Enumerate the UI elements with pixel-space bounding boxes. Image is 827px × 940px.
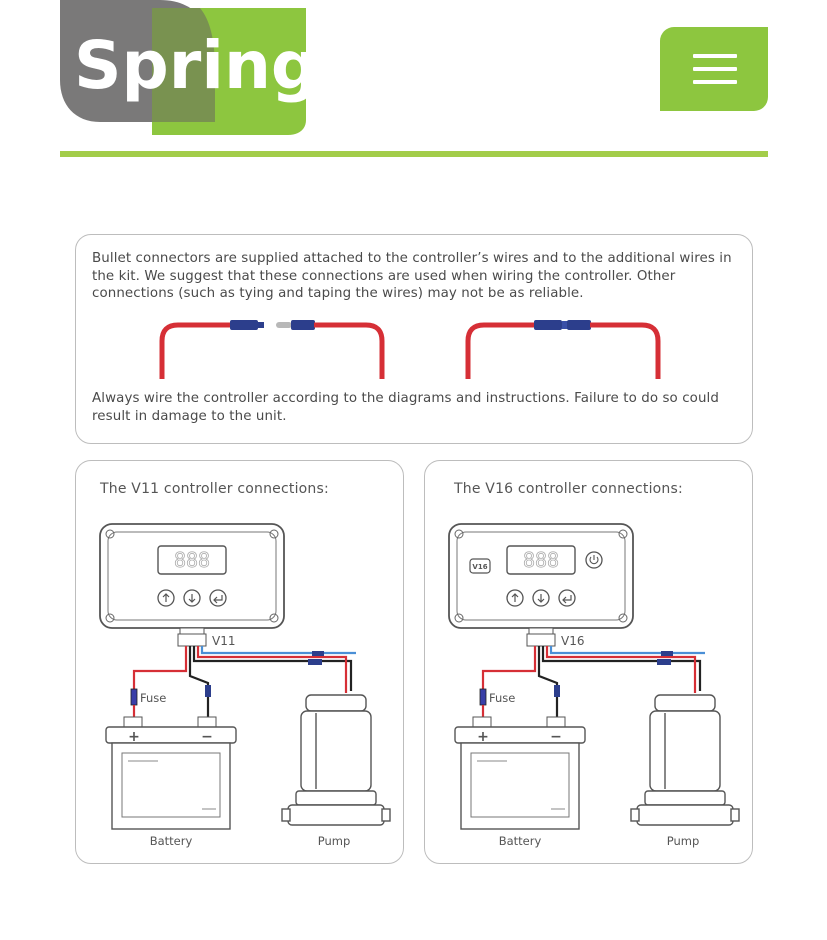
black-wire-battery	[188, 646, 210, 719]
bullet-connectors-diagram	[159, 320, 661, 379]
v16-model-label: V16	[561, 634, 584, 648]
red-wire-pump	[196, 646, 348, 693]
minus-terminal: −	[550, 729, 562, 745]
pump	[281, 694, 391, 826]
v16-connections-panel: The V16 controller connections: V16 888 …	[424, 460, 753, 864]
battery	[454, 726, 586, 744]
intro-text: Bullet connectors are supplied attached …	[92, 251, 732, 301]
logo-text: Spring	[74, 27, 308, 104]
up-arrow-icon	[157, 589, 175, 607]
battery	[105, 726, 237, 744]
v11-display	[157, 545, 227, 575]
fuse-label: Fuse	[140, 691, 166, 705]
v16-title: The V16 controller connections:	[454, 481, 683, 497]
up-arrow-icon	[506, 589, 524, 607]
wire-left-connected	[465, 322, 536, 379]
plus-terminal: +	[477, 729, 489, 745]
wire-right	[314, 322, 385, 379]
header-divider	[60, 151, 768, 157]
fuse-holder	[479, 688, 487, 706]
fuse-label: Fuse	[489, 691, 515, 705]
minus-terminal: −	[201, 729, 213, 745]
v16-display	[506, 545, 576, 575]
battery-label: Battery	[150, 834, 193, 848]
warning-text: Always wire the controller according to …	[92, 391, 719, 424]
black-wire-pump	[192, 646, 353, 691]
blue-wire	[200, 646, 356, 655]
menu-button[interactable]	[660, 27, 768, 111]
bullet-socket	[291, 320, 315, 330]
svg-text:888: 888	[523, 548, 559, 572]
v11-connections-panel: The V11 controller connections: 888 V11 …	[75, 460, 404, 864]
logo-graphic: Spring	[60, 0, 318, 135]
pump-label: Pump	[667, 834, 700, 848]
red-wire-fuse	[132, 646, 188, 689]
v16-controller	[448, 523, 634, 629]
bullet-connector-joined	[534, 320, 562, 330]
enter-icon	[209, 589, 227, 607]
battery-label: Battery	[499, 834, 542, 848]
power-icon	[585, 551, 603, 569]
bullet-pin	[276, 322, 292, 328]
connectors-info-panel: Bullet connectors are supplied attached …	[75, 234, 753, 444]
v11-wiring-diagram: 888 V11 Fuse + − Battery	[99, 523, 391, 848]
fuse-holder	[130, 688, 138, 706]
enter-icon	[558, 589, 576, 607]
v16-badge	[469, 558, 491, 574]
pump-label: Pump	[318, 834, 351, 848]
wire-right-connected	[590, 322, 661, 379]
down-arrow-icon	[183, 589, 201, 607]
wire-left	[159, 322, 231, 379]
v11-title: The V11 controller connections:	[100, 481, 329, 497]
plus-terminal: +	[128, 729, 140, 745]
svg-text:V16: V16	[472, 563, 487, 571]
down-arrow-icon	[532, 589, 550, 607]
v16-wiring-diagram: V16 888 V16 Fuse + −	[448, 523, 740, 848]
bullet-connector	[230, 320, 258, 330]
svg-text:888: 888	[174, 548, 210, 572]
v11-controller	[99, 523, 285, 629]
logo[interactable]: Spring	[60, 0, 318, 136]
v11-model-label: V11	[212, 634, 235, 648]
pump	[630, 694, 740, 826]
